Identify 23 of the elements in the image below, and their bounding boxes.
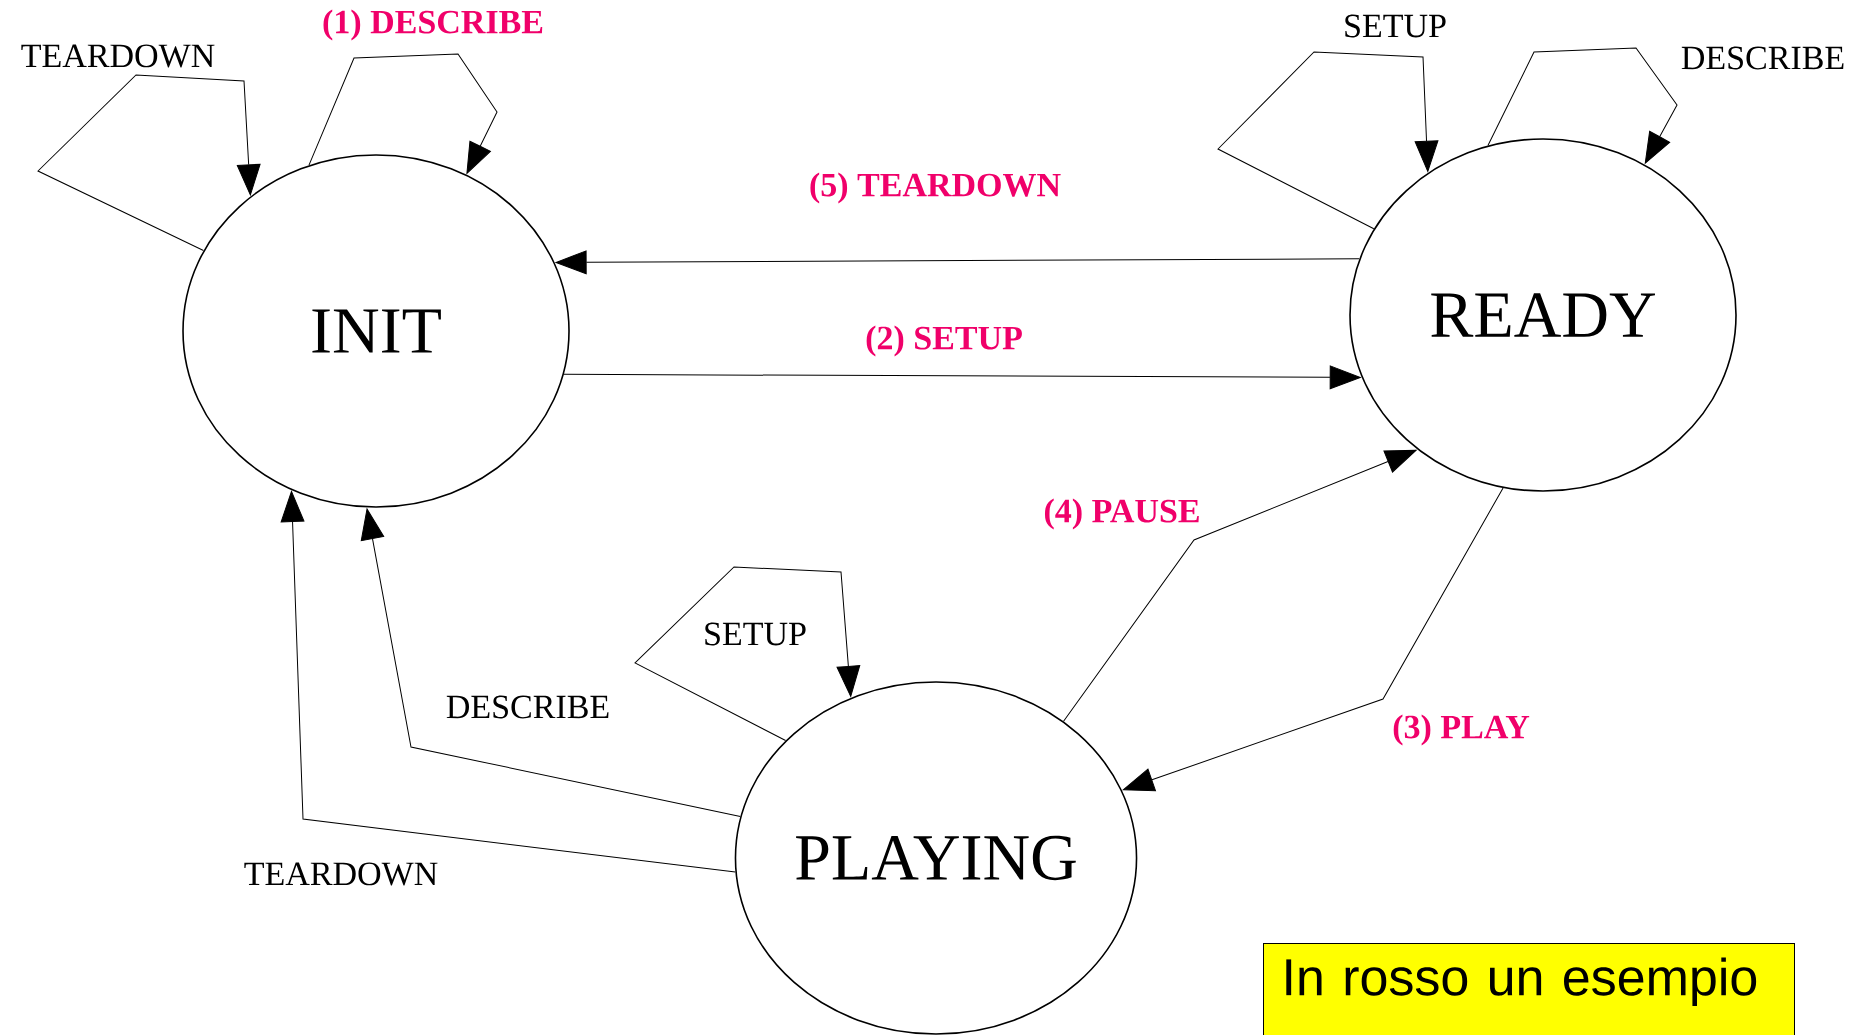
edge-label: DESCRIBE — [446, 695, 609, 719]
arrow — [1217, 51, 1439, 230]
arrow — [555, 250, 1360, 275]
edge-label: DESCRIBE — [1681, 46, 1844, 70]
arrow — [37, 74, 261, 252]
note-box: In rosso un esempio — [1263, 943, 1795, 1035]
edge-label: TEARDOWN — [244, 862, 438, 886]
arrow — [360, 508, 741, 817]
edge-label: SETUP — [705, 622, 806, 646]
arrow — [280, 491, 736, 873]
edge-label: SETUP — [1345, 14, 1446, 38]
arrow — [308, 53, 498, 174]
edge-label: (1) DESCRIBE — [323, 9, 543, 41]
edge-label: (5) TEARDOWN — [810, 172, 1061, 204]
edge-label: (4) PAUSE — [1044, 498, 1199, 530]
arrow — [1487, 47, 1678, 164]
arrow — [1122, 487, 1504, 792]
edge-label: (3) PLAY — [1393, 714, 1530, 746]
arrow — [1063, 449, 1417, 722]
arrow — [634, 566, 861, 741]
edge-label: TEARDOWN — [21, 44, 215, 68]
edge-label: (2) SETUP — [866, 325, 1022, 357]
arrow — [563, 365, 1361, 390]
